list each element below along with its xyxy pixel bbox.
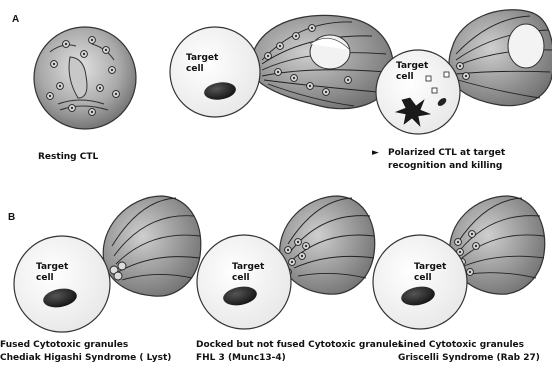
panel-label-a: A xyxy=(12,14,19,25)
polarized-caption-line1: Polarized CTL at target xyxy=(388,148,505,159)
polarized-caption-line2: recognition and killing xyxy=(388,161,502,172)
resting-ctl-caption: Resting CTL xyxy=(38,152,98,163)
caption-docked-line1: Docked but not fused Cytotoxic granules xyxy=(196,340,403,351)
arrow-icon: ► xyxy=(372,148,379,159)
target-cell-label: Target cell xyxy=(396,61,428,83)
ctl-pair-lined xyxy=(373,196,545,329)
caption-docked-line2: FHL 3 (Munc13-4) xyxy=(196,353,286,364)
caption-lined-line1: Lined Cytotoxic granules xyxy=(398,340,524,351)
target-cell-label: Target cell xyxy=(232,262,264,284)
panel-label-b: B xyxy=(8,212,15,223)
ctl-pair-docked xyxy=(197,196,375,329)
caption-fused-line2: Chediak Higashi Syndrome ( Lyst) xyxy=(0,353,171,364)
target-cell-label: Target cell xyxy=(36,262,68,284)
caption-lined-line2: Griscelli Syndrome (Rab 27) xyxy=(398,353,540,364)
resting-ctl xyxy=(34,27,136,129)
caption-fused-line1: Fused Cytotoxic granules xyxy=(0,340,128,351)
target-cell-label: Target cell xyxy=(186,53,218,75)
target-cell-label: Target cell xyxy=(414,262,446,284)
